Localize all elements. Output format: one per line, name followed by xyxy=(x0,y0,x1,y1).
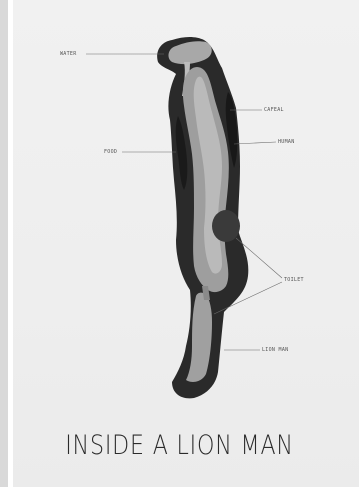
label-toilet: TOILET xyxy=(284,277,304,283)
label-lion-man: LION MAN xyxy=(262,347,288,353)
toilet-organ xyxy=(212,210,240,242)
label-human: HUMAN xyxy=(278,139,295,145)
human-leader-line xyxy=(234,142,276,144)
label-food: FOOD xyxy=(104,149,117,155)
label-water: WATER xyxy=(60,51,77,57)
poster-title: INSIDE A LION MAN xyxy=(32,430,326,461)
label-cafeal: CAFEAL xyxy=(264,107,284,113)
